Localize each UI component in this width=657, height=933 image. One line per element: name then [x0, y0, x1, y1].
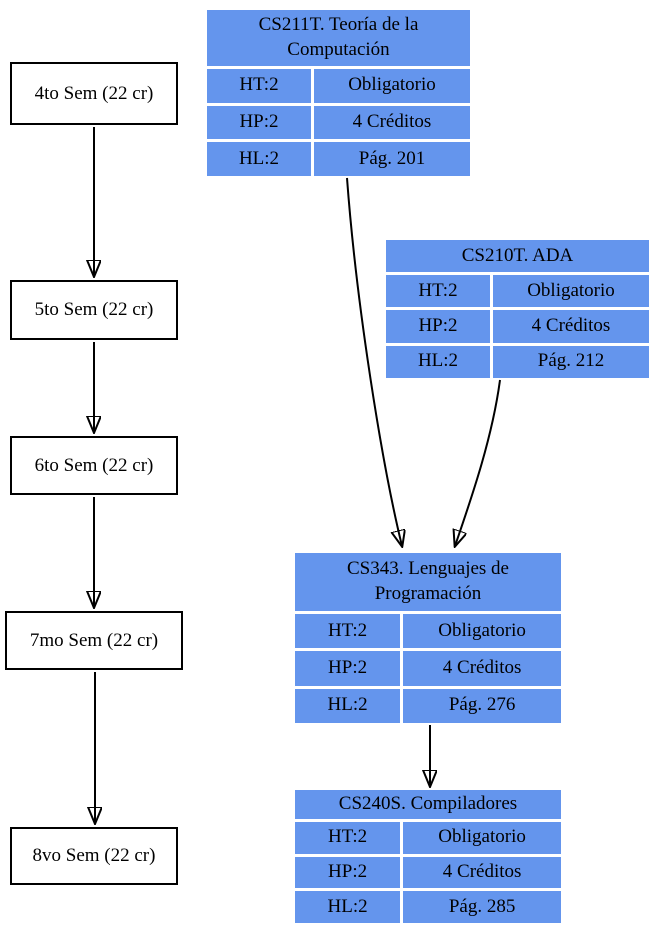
course-field-label: HP:2: [207, 105, 311, 140]
course-field-value: 4 Créditos: [314, 105, 470, 140]
node-sem-6: 6to Sem (22 cr): [10, 436, 178, 495]
course-node-cs210t: CS210T. ADA HT:2 Obligatorio HP:2 4 Créd…: [386, 240, 649, 378]
sem-label: 7mo Sem (22 cr): [29, 629, 159, 651]
course-node-cs343: CS343. Lenguajes de Programación HT:2 Ob…: [295, 553, 561, 723]
sem-label: 6to Sem (22 cr): [34, 454, 154, 476]
node-sem-5: 5to Sem (22 cr): [10, 280, 178, 340]
course-field-value: Pág. 201: [314, 142, 470, 176]
course-field-value: 4 Créditos: [403, 651, 561, 686]
sem-label: 5to Sem (22 cr): [34, 299, 154, 320]
course-field-value: Obligatorio: [493, 275, 649, 308]
course-title: CS240S. Compiladores: [295, 790, 561, 819]
course-title: CS211T. Teoría de la Computación: [207, 10, 470, 66]
course-field-value: Pág. 276: [403, 688, 561, 723]
course-node-cs240s: CS240S. Compiladores HT:2 Obligatorio HP…: [295, 790, 561, 923]
course-field-label: HT:2: [295, 822, 401, 854]
course-field-label: HT:2: [207, 69, 311, 103]
arrow-cs210t-to-cs343: [455, 379, 501, 546]
course-field-label: HP:2: [386, 310, 490, 343]
course-field-label: HT:2: [295, 614, 401, 649]
course-field-label: HP:2: [295, 651, 401, 686]
course-field-value: Pág. 212: [493, 345, 649, 378]
sem-label: 4to Sem (22 cr): [34, 82, 154, 104]
course-field-label: HL:2: [295, 891, 401, 923]
course-node-cs211t: CS211T. Teoría de la Computación HT:2 Ob…: [207, 10, 470, 176]
node-sem-4: 4to Sem (22 cr): [10, 62, 178, 125]
course-field-label: HP:2: [295, 856, 401, 889]
course-field-value: Obligatorio: [403, 614, 561, 649]
node-sem-8: 8vo Sem (22 cr): [10, 827, 178, 885]
course-field-value: 4 Créditos: [403, 856, 561, 889]
course-field-label: HL:2: [386, 345, 490, 378]
node-sem-7: 7mo Sem (22 cr): [5, 611, 183, 670]
course-field-label: HT:2: [386, 275, 490, 308]
course-title: CS343. Lenguajes de Programación: [295, 553, 561, 611]
course-field-value: 4 Créditos: [493, 310, 649, 343]
course-field-label: HL:2: [207, 142, 311, 176]
course-field-value: Pág. 285: [403, 891, 561, 923]
course-field-value: Obligatorio: [403, 822, 561, 854]
course-field-value: Obligatorio: [314, 69, 470, 103]
sem-label: 8vo Sem (22 cr): [32, 845, 156, 866]
course-field-label: HL:2: [295, 688, 401, 723]
course-title: CS210T. ADA: [386, 240, 649, 272]
